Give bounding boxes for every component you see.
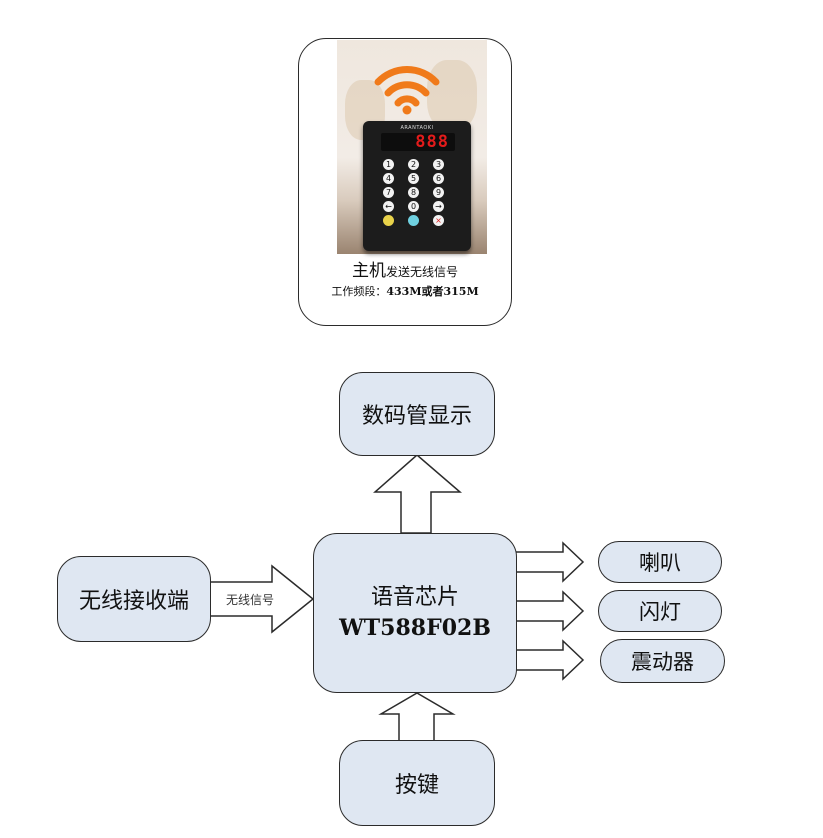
node-chip-model: WT588F02B <box>339 615 491 641</box>
node-buttons: 按键 <box>339 740 495 826</box>
host-title: 主机发送无线信号 <box>299 256 511 281</box>
wifi-icon <box>374 66 440 115</box>
device-display: 888 <box>381 133 455 151</box>
host-band-value: 433M或者315M <box>386 285 479 298</box>
arrow-buttons-to-chip <box>378 692 456 742</box>
node-voice-chip: 语音芯片 WT588F02B <box>313 533 517 693</box>
node-light: 闪灯 <box>598 590 722 632</box>
host-device-photo: ARANTAOKI 888 1 2 3 4 5 6 7 8 9 ← 0 → × <box>337 40 487 254</box>
host-title-desc: 发送无线信号 <box>385 265 458 279</box>
node-speaker: 喇叭 <box>598 541 722 583</box>
node-display: 数码管显示 <box>339 372 495 456</box>
node-display-label: 数码管显示 <box>361 404 472 429</box>
node-light-label: 闪灯 <box>639 600 681 624</box>
edge-label-wireless-signal: 无线信号 <box>226 593 275 607</box>
arrow-chip-to-display <box>373 454 463 534</box>
device-brand: ARANTAOKI <box>400 125 434 131</box>
arrow-chip-to-vibrate <box>514 639 585 681</box>
arrow-receiver-to-chip <box>209 564 315 634</box>
node-chip-label: 语音芯片 <box>370 585 459 610</box>
host-title-main: 主机 <box>351 261 386 281</box>
host-band-label: 工作频段： <box>331 285 387 298</box>
node-receiver-label: 无线接收端 <box>78 589 189 614</box>
arrow-chip-to-speaker <box>514 541 585 583</box>
node-speaker-label: 喇叭 <box>639 551 681 575</box>
arrow-chip-to-light <box>514 590 585 632</box>
node-vibrate-label: 震动器 <box>631 650 694 674</box>
pager-transmitter-device: ARANTAOKI 888 1 2 3 4 5 6 7 8 9 ← 0 → × <box>363 121 471 251</box>
host-card: ARANTAOKI 888 1 2 3 4 5 6 7 8 9 ← 0 → × … <box>298 38 512 326</box>
node-vibrate: 震动器 <box>600 639 725 683</box>
host-band: 工作频段：433M或者315M <box>299 283 511 299</box>
node-receiver: 无线接收端 <box>57 556 211 642</box>
node-buttons-label: 按键 <box>394 773 439 798</box>
